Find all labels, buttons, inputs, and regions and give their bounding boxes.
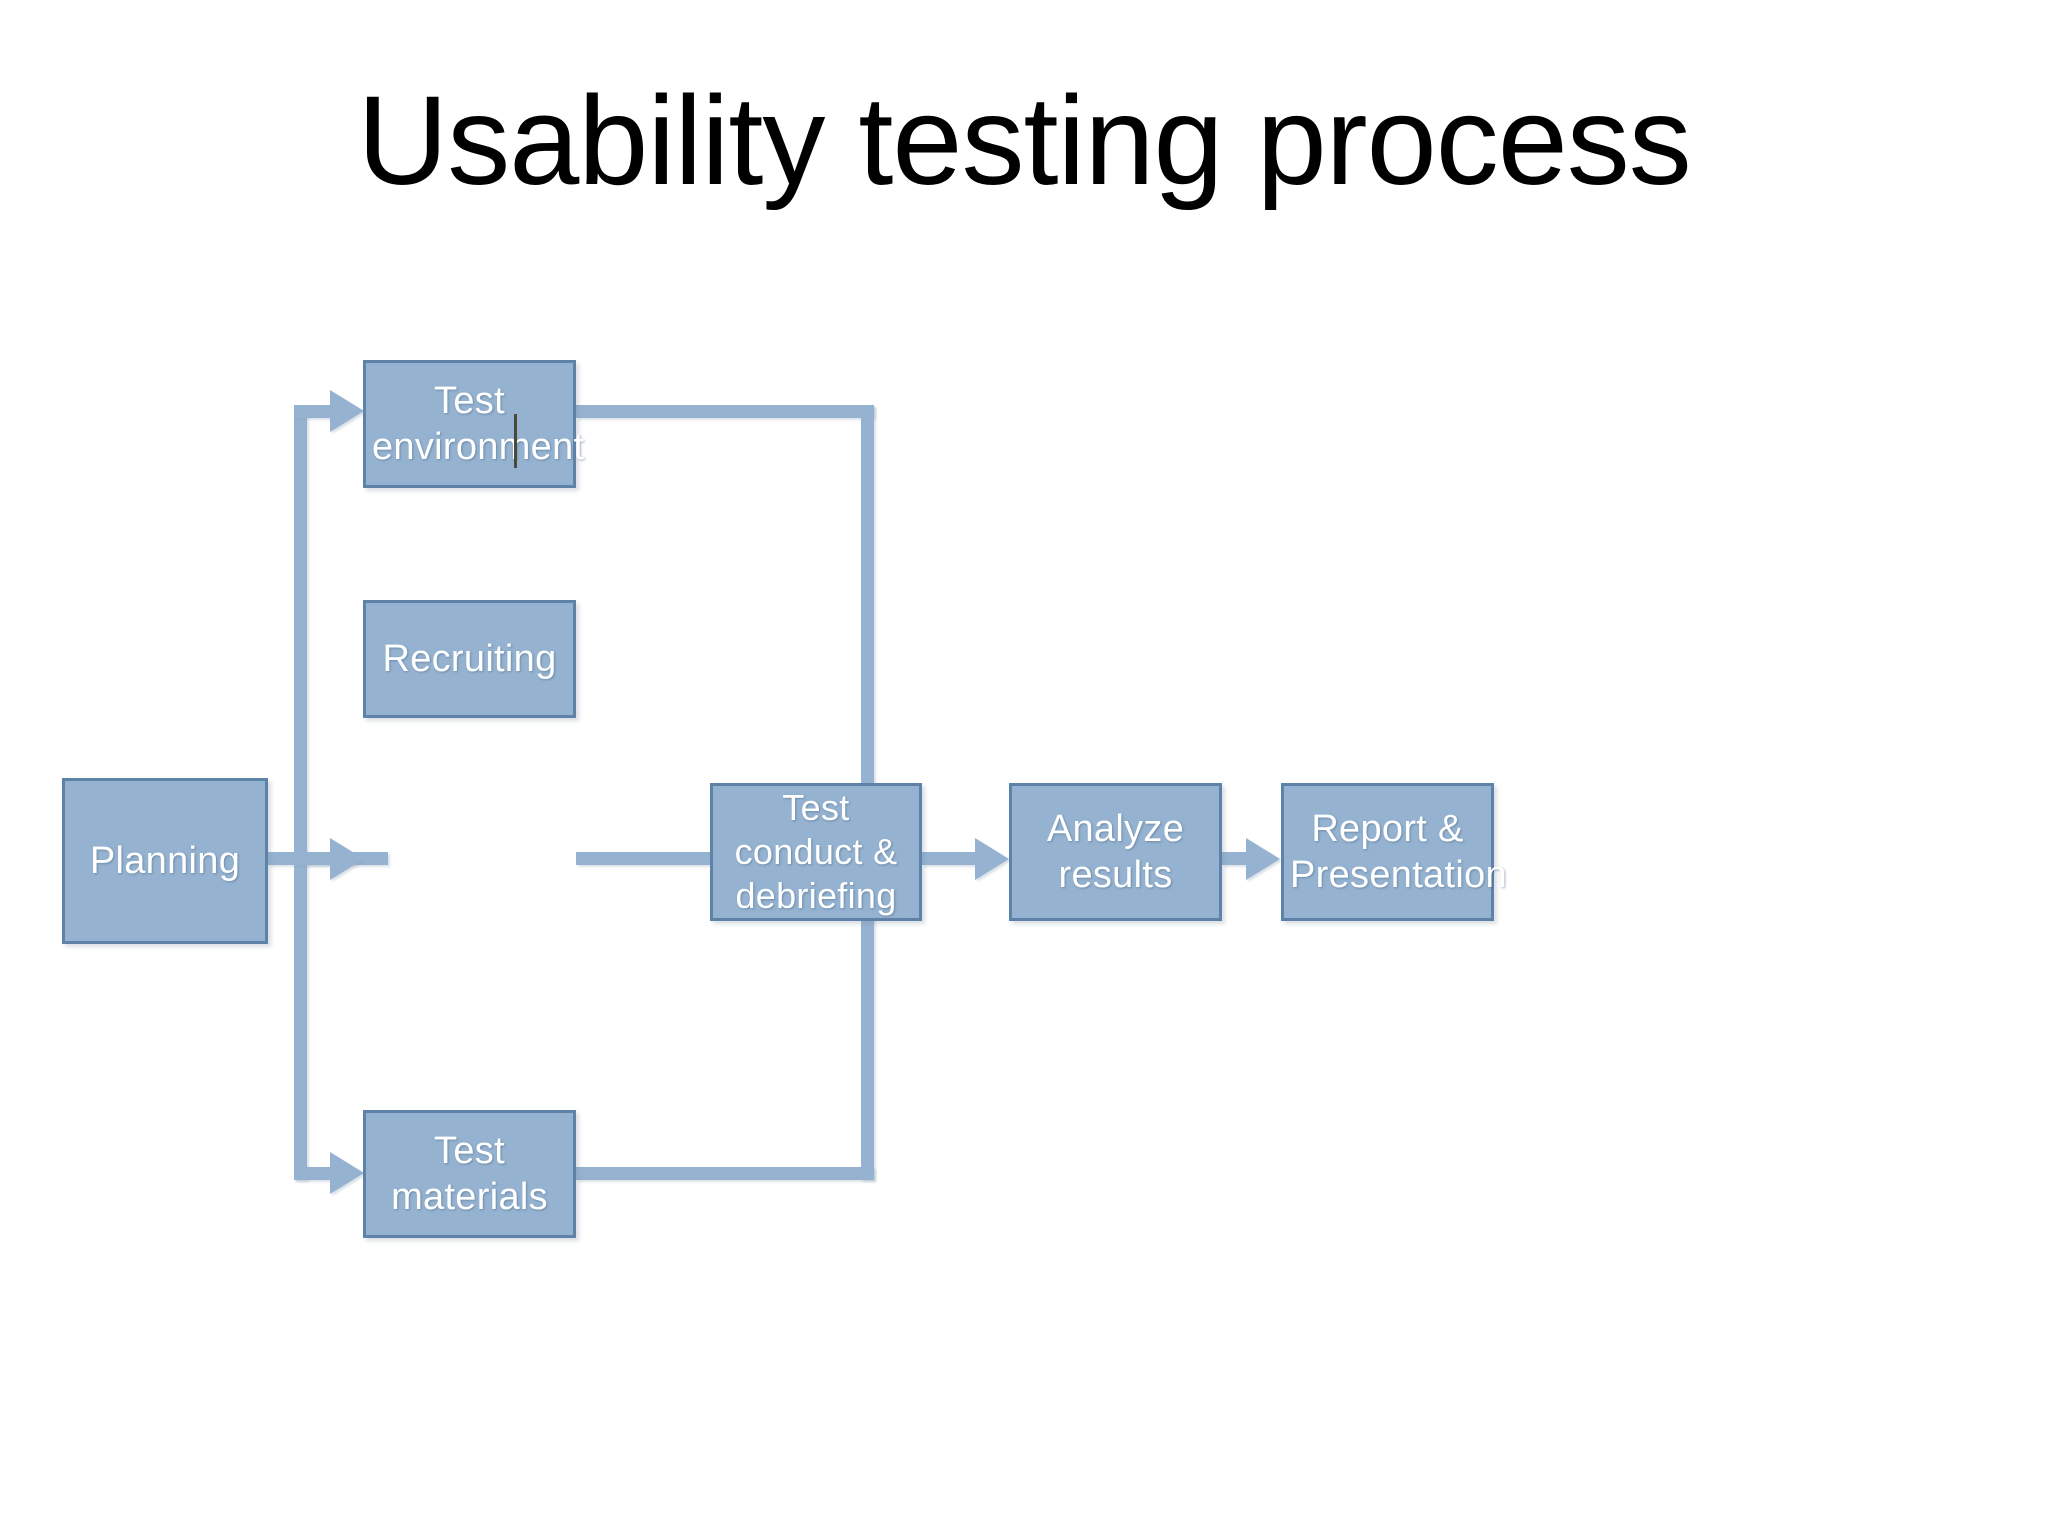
node-recruiting-label: Recruiting [382,637,557,680]
connector-test-environment-out [576,405,874,418]
node-test-conduct-label: Test conduct & debriefing [734,787,898,916]
node-test-environment[interactable]: Test environment [363,360,585,488]
node-test-materials-label: Test materials [391,1129,548,1218]
page-title: Usability testing process [357,70,1692,211]
text-caret [514,414,517,468]
connector-fanout-spine [294,405,307,1180]
node-planning[interactable]: Planning [62,778,268,944]
node-test-environment-label: Test environment [372,379,585,468]
arrowhead-to-test-materials [330,1152,364,1194]
connector-analyze-to-report [1222,852,1250,865]
node-analyze-results[interactable]: Analyze results [1009,783,1222,921]
arrowhead-to-report-presentation [1246,838,1280,880]
node-test-materials[interactable]: Test materials [363,1110,576,1238]
arrowhead-to-recruiting [330,838,364,880]
connector-test-conduct-to-analyze [922,852,984,865]
node-recruiting[interactable]: Recruiting [363,600,576,718]
node-planning-label: Planning [89,839,241,882]
node-report-presentation-label: Report & Presentation [1290,807,1507,896]
node-test-conduct[interactable]: Test conduct & debriefing [710,783,922,921]
arrowhead-to-test-environment [330,390,364,432]
node-analyze-results-label: Analyze results [1046,807,1185,896]
connector-test-materials-out [576,1167,874,1180]
arrowhead-to-analyze-results [975,838,1009,880]
node-report-presentation[interactable]: Report & Presentation [1281,783,1507,921]
